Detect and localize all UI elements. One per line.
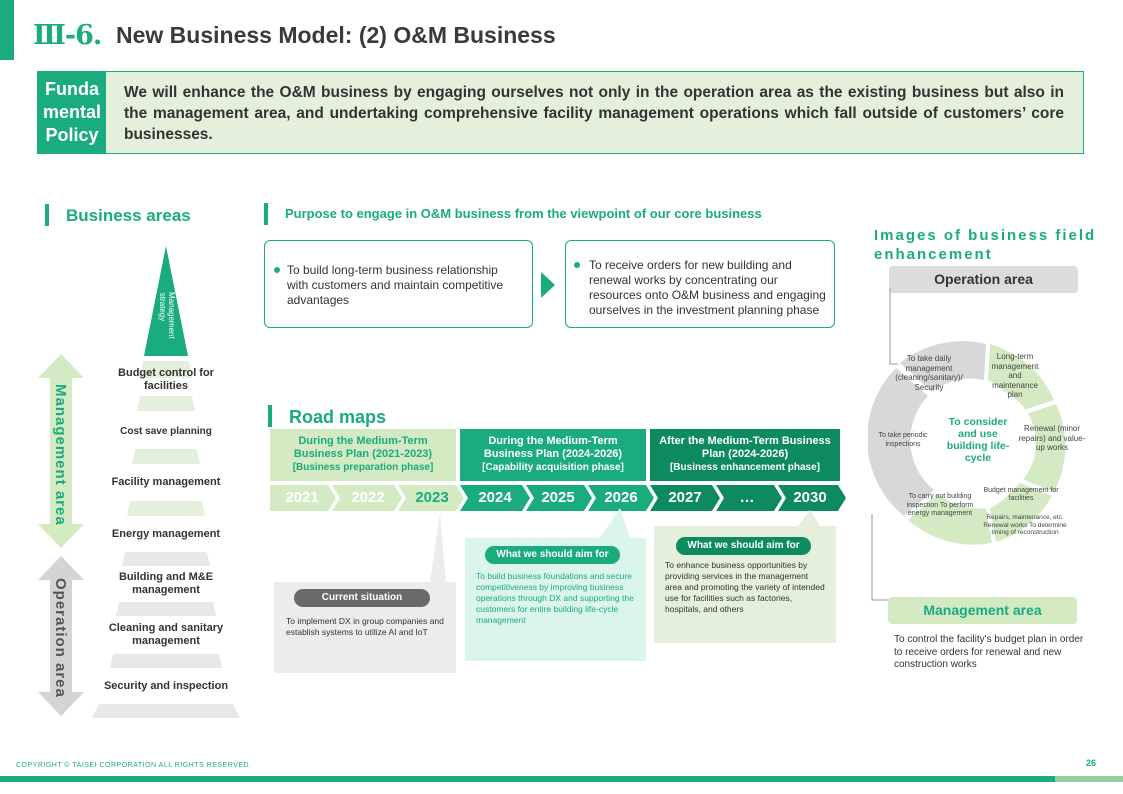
cycle-longterm: Long-term management and maintenance pla…	[991, 352, 1039, 399]
year-label: 2030	[793, 489, 827, 506]
business-area-item: Building and M&E management	[118, 571, 214, 596]
cycle-renewal: Renewal (minor repairs) and value-up wor…	[1018, 424, 1086, 452]
purpose-box-2: To receive orders for new building and r…	[565, 240, 835, 328]
footer-bar-accent	[1055, 776, 1123, 782]
current-situation-box: Current situation To implement DX in gro…	[274, 582, 456, 673]
year-timeline	[270, 485, 846, 511]
business-area-item: Budget control for facilities	[118, 367, 214, 392]
operation-area-pill: Operation area	[889, 266, 1078, 293]
phase-header-1: During the Medium-Term Business Plan (20…	[270, 429, 456, 481]
phase-line: During the Medium-Term	[488, 435, 618, 447]
business-area-item: Cleaning and sanitary management	[108, 622, 224, 647]
year-label: 2023	[415, 489, 449, 506]
cycle-inspection: To carry out building inspection To perf…	[906, 493, 974, 517]
phase-line: [Business enhancement phase]	[669, 462, 821, 473]
phase-header-3: After the Medium-Term Business Plan (202…	[650, 429, 840, 481]
policy-label: Funda mental Policy	[38, 72, 106, 153]
aim-text-2: To enhance business opportunities by pro…	[665, 560, 825, 614]
copyright: COPYRIGHT © TAISEI CORPORATION ALL RIGHT…	[16, 762, 252, 769]
phase-header-2: During the Medium-Term Business Plan (20…	[460, 429, 646, 481]
management-area-text: To control the facility's budget plan in…	[894, 634, 1084, 670]
year-label: 2025	[541, 489, 575, 506]
purpose-box-1: To build long-term business relationship…	[264, 240, 533, 328]
area-arrows	[38, 354, 84, 716]
business-area-item: Facility management	[111, 476, 221, 488]
phase-line: [Capability acquisition phase]	[482, 462, 624, 473]
page-title: New Business Model: (2) O&M Business	[116, 22, 556, 48]
section-number: Ⅲ-6.	[33, 20, 102, 51]
business-area-item: Energy management	[111, 528, 221, 540]
images-title-line: enhancement	[874, 246, 993, 263]
purpose-marker	[264, 203, 268, 225]
purpose-title: Purpose to engage in O&M business from t…	[285, 206, 762, 221]
roadmap-title: Road maps	[289, 407, 387, 427]
year-label: …	[739, 489, 755, 506]
purpose-box-2-text: To receive orders for new building and r…	[589, 258, 826, 317]
business-areas-marker	[45, 204, 49, 226]
year-label: 2027	[668, 489, 702, 506]
policy-label-line: Policy	[45, 125, 99, 145]
phase-line: Business Plan (2021-2023)	[293, 448, 433, 460]
cycle-segment-daily	[900, 341, 986, 392]
year-label: 2022	[351, 489, 385, 506]
purpose-box-1-text: To build long-term business relationship…	[287, 263, 504, 307]
aim-box-1: What we should aim for To build business…	[465, 538, 646, 661]
pyramid-graphic	[92, 246, 240, 718]
cycle-repairs: Repairs, maintenance, etc. Renewal works…	[983, 514, 1067, 536]
images-panel-title: Images of business field enhancement	[874, 226, 1096, 264]
management-strategy-label: Management strategy	[158, 292, 176, 339]
cycle-diagram	[868, 288, 1066, 601]
fundamental-policy-box: Funda mental Policy We will enhance the …	[37, 71, 1084, 154]
phase-line: During the Medium-Term	[298, 435, 428, 447]
cycle-segment-budget	[990, 482, 1052, 542]
footer-bar	[0, 776, 1055, 782]
policy-label-line: mental	[42, 102, 102, 122]
bullet-icon	[574, 262, 580, 268]
phase-line: Business Plan (2024-2026)	[483, 448, 623, 460]
policy-label-line: Funda	[45, 79, 99, 99]
current-situation-text: To implement DX in group companies and e…	[286, 616, 444, 637]
phase-line: Plan (2024-2026)	[701, 448, 789, 460]
pyramid-top	[144, 246, 188, 356]
operation-arrow	[38, 556, 84, 716]
year-label: 2026	[604, 489, 638, 506]
cycle-segment-periodic	[868, 368, 934, 516]
aim-box-2: What we should aim for To enhance busine…	[654, 526, 836, 643]
cycle-segment-longterm	[988, 344, 1054, 412]
bullet-icon	[274, 267, 280, 273]
management-area-label: Management area	[52, 384, 69, 526]
page-number: 26	[1086, 758, 1097, 768]
aim-text-1: To build business foundations and secure…	[476, 571, 634, 625]
management-area-pill: Management area	[888, 597, 1077, 624]
business-area-item: Cost save planning	[120, 426, 212, 437]
cycle-daily: To take daily management (cleaning/sanit…	[895, 354, 963, 392]
header-accent-bar	[0, 0, 14, 60]
year-label: 2021	[285, 489, 319, 506]
cycle-segment-inspection	[908, 494, 992, 545]
cycle-budget: Budget management for facilities	[983, 487, 1059, 502]
phase-line: After the Medium-Term Business	[659, 435, 831, 447]
roadmap-marker	[268, 405, 272, 427]
year-label: 2024	[478, 489, 512, 506]
policy-text: We will enhance the O&M business by enga…	[124, 84, 1064, 143]
aim-tag-1: What we should aim for	[485, 546, 620, 564]
cycle-center-text: To consider and use building life-cycle	[946, 416, 1010, 464]
business-areas-title: Business areas	[66, 206, 191, 225]
aim-tag-2: What we should aim for	[676, 537, 811, 555]
arrow-right-icon	[541, 272, 555, 298]
management-arrow	[38, 354, 84, 548]
current-situation-tag: Current situation	[294, 589, 430, 607]
operation-area-label: Operation area	[52, 578, 69, 698]
callout-pointers	[430, 508, 820, 582]
images-title-line: Images of business field	[874, 227, 1097, 244]
phase-line: [Business preparation phase]	[292, 462, 434, 473]
cycle-periodic: To take periodic inspections	[878, 432, 928, 448]
business-area-item: Security and inspection	[103, 680, 229, 692]
